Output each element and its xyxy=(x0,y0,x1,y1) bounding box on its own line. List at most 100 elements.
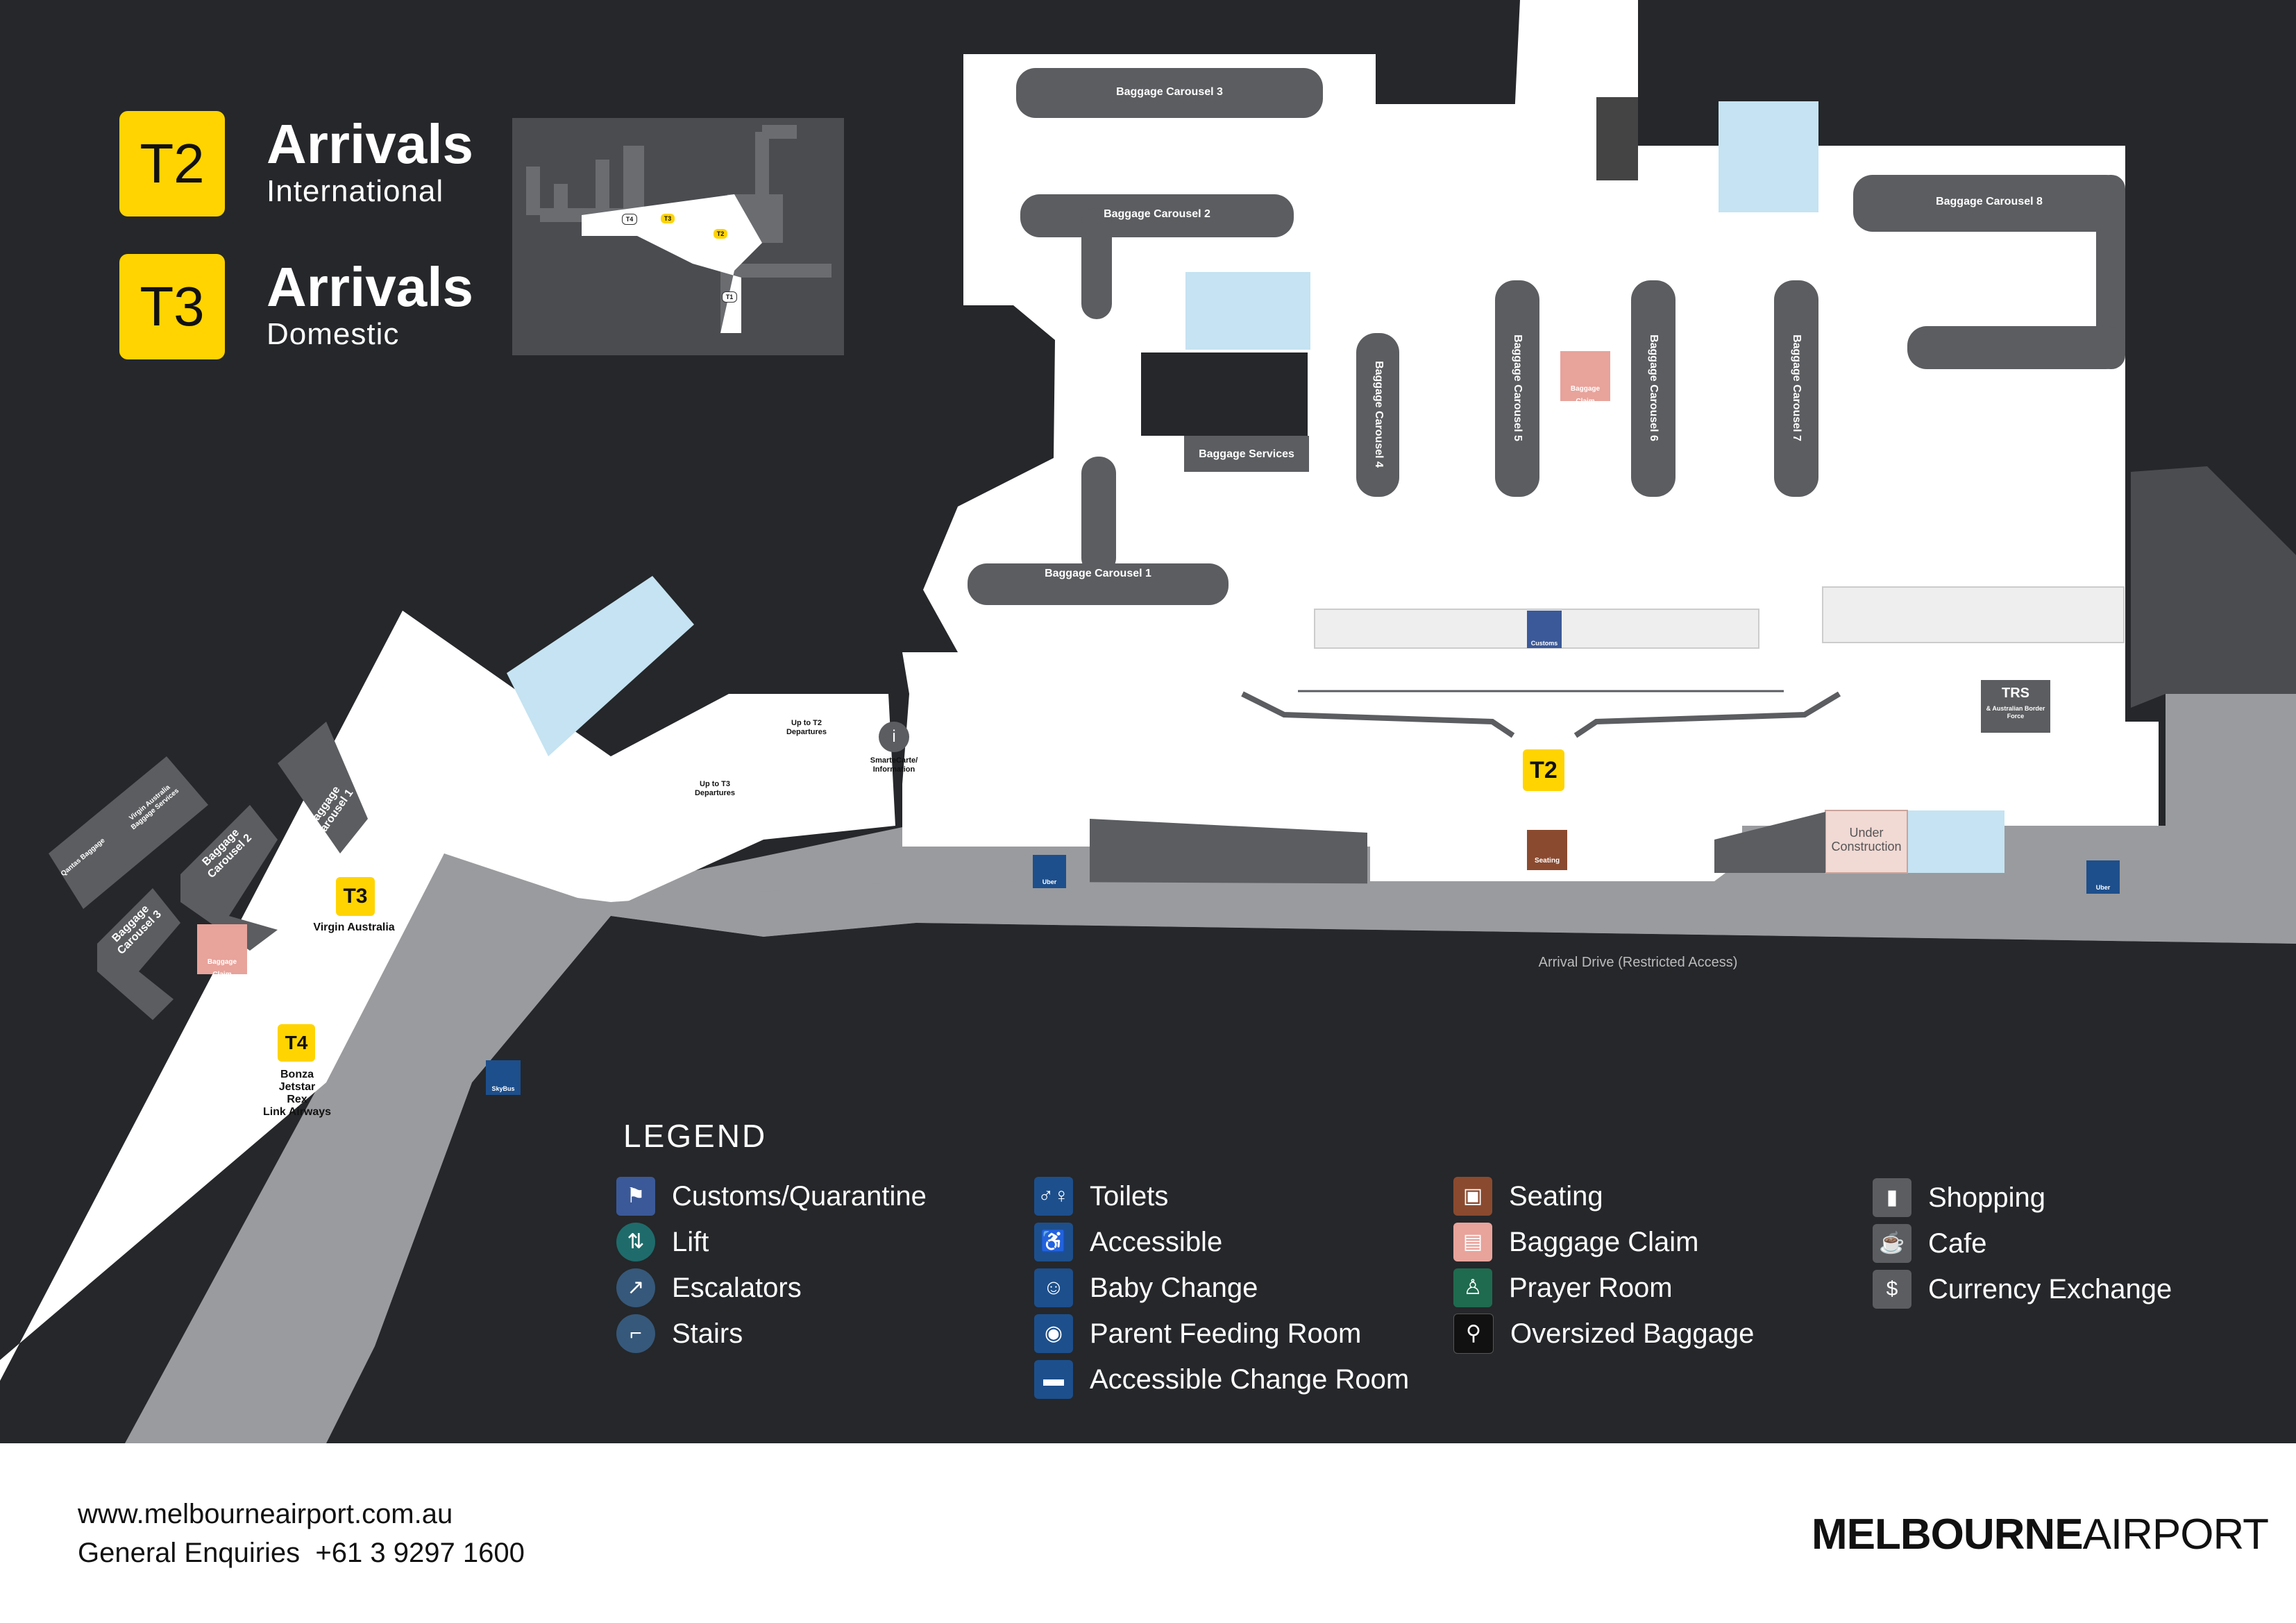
shop-strip xyxy=(1090,819,1367,902)
t3-badge: T3 xyxy=(119,254,225,359)
legend-stairs: ⌐ Stairs xyxy=(616,1313,743,1354)
stairs-icon: ⌐ xyxy=(616,1314,655,1353)
baggage-services-box xyxy=(1184,436,1309,472)
logo-bold: MELBOURNE xyxy=(1812,1511,2084,1558)
escalator-icon: ↗ xyxy=(616,1268,655,1307)
legend-toilets: ♂♀Toilets xyxy=(1034,1175,1168,1217)
t2-map-label: T2 xyxy=(1523,749,1564,791)
minimap-t2-label: T2 xyxy=(714,229,727,239)
legend-title: LEGEND xyxy=(623,1118,768,1154)
t4-airline-list: Bonza Jetstar Rex Link Airways xyxy=(250,1069,344,1119)
legend-oversized-baggage: ⚲ Oversized Baggage xyxy=(1453,1313,1754,1354)
baggage-claim-label: Baggage Claim xyxy=(1570,385,1601,405)
under-construction-label: Under Construction xyxy=(1831,826,1902,853)
currency-exchange-icon: $ xyxy=(1873,1270,1911,1309)
carousel-2-label: Baggage Carousel 2 xyxy=(1104,208,1210,220)
carousel-6-shape xyxy=(1631,280,1675,497)
carousel-3-label: Baggage Carousel 3 xyxy=(1116,86,1223,98)
customs-icon xyxy=(1527,611,1562,648)
terminal-overview-minimap: T4 T3 T2 T1 xyxy=(512,118,844,355)
legend-customs: ⚑Customs/Quarantine xyxy=(616,1175,927,1217)
t3-baggage-claim-icon xyxy=(197,924,247,974)
trs-sub-label: & Australian Border Force xyxy=(1986,705,2045,720)
website-link[interactable]: www.melbourneairport.com.au xyxy=(78,1499,453,1529)
skybus-icon xyxy=(486,1060,521,1095)
trs-queue-area xyxy=(1822,586,2125,643)
carousel-1-label: Baggage Carousel 1 xyxy=(1045,568,1151,579)
legend-label: Oversized Baggage xyxy=(1510,1318,1755,1349)
legend-parent-feeding: ◉Parent Feeding Room xyxy=(1034,1313,1361,1354)
virgin-label: Virgin Australia xyxy=(313,921,395,933)
legend-accessible-change: ▬ Accessible Change Room xyxy=(1034,1359,1409,1400)
side-building xyxy=(2131,466,2296,708)
under-construction-area xyxy=(1825,810,1908,874)
t3-subtitle: Domestic xyxy=(267,317,400,351)
accessible-change-icon: ▬ xyxy=(1034,1360,1073,1399)
t2-subtitle: International xyxy=(267,174,444,208)
cafe-icon: ☕ xyxy=(1873,1224,1911,1263)
minimap-t3-label: T3 xyxy=(661,214,675,223)
t3-amenity-zone xyxy=(507,576,694,756)
up-to-t3-label: Up to T3 Departures xyxy=(694,780,736,797)
carousel-7-label: Baggage Carousel 7 xyxy=(1791,334,1803,441)
arrival-drive-label: Arrival Drive (Restricted Access) xyxy=(1538,955,1738,970)
legend-currency-exchange: $ Currency Exchange xyxy=(1873,1268,2172,1310)
skybus-label: SkyBus xyxy=(491,1085,515,1092)
prayer-room-icon: ♙ xyxy=(1453,1268,1492,1307)
legend-label: Lift xyxy=(672,1227,709,1257)
seating-icon: ▣ xyxy=(1453,1177,1492,1216)
minimap-t4-label: T4 xyxy=(622,214,637,225)
logo-light: AIRPORT xyxy=(2082,1511,2269,1558)
baggage-claim-icon xyxy=(1560,351,1610,401)
baggage-services-back xyxy=(1141,352,1308,436)
t2-title: Arrivals xyxy=(267,113,473,175)
legend-baby-change: ☺ Baby Change xyxy=(1034,1267,1258,1309)
smartecarte-label: SmarteCarte/ Information xyxy=(870,756,918,774)
legend-label: Baby Change xyxy=(1090,1273,1258,1303)
general-enquiries: General Enquiries +61 3 9297 1600 xyxy=(78,1538,525,1569)
seating-icon xyxy=(1527,830,1567,870)
shopping-icon: ▮ xyxy=(1873,1178,1911,1217)
legend-label: Accessible Change Room xyxy=(1090,1364,1410,1395)
carousel-4-label: Baggage Carousel 4 xyxy=(1373,361,1385,468)
carousel-1-stem xyxy=(1081,457,1116,575)
carousel-6-label: Baggage Carousel 6 xyxy=(1648,334,1660,441)
legend-label: Stairs xyxy=(672,1318,743,1349)
oversized-baggage-icon: ⚲ xyxy=(1453,1314,1494,1354)
baggage-claim-icon: ▤ xyxy=(1453,1223,1492,1261)
carousel-8-label: Baggage Carousel 8 xyxy=(1936,196,2043,207)
toilets-icon: ♂♀ xyxy=(1034,1177,1073,1216)
enquiries-phone[interactable]: +61 3 9297 1600 xyxy=(315,1538,525,1568)
airline-rex: Rex xyxy=(287,1094,307,1105)
road-band xyxy=(264,881,2296,1443)
legend-prayer-room: ♙ Prayer Room xyxy=(1453,1267,1673,1309)
t3-baggage-claim-label: Baggage Claim xyxy=(207,958,237,978)
t3-title: Arrivals xyxy=(267,256,473,318)
amenity-zone-top xyxy=(1719,101,1818,212)
t3-hall xyxy=(0,611,895,1381)
amenity-zone-mid xyxy=(1185,272,1310,350)
minimap-t1-label: T1 xyxy=(722,291,737,303)
legend-label: Prayer Room xyxy=(1509,1273,1673,1303)
floor-plan xyxy=(0,0,2296,1443)
lift-icon: ⇅ xyxy=(616,1223,655,1261)
legend-escalators: ↗ Escalators xyxy=(616,1267,802,1309)
accessible-icon: ♿ xyxy=(1034,1223,1073,1261)
carousel-7-shape xyxy=(1774,280,1818,497)
trs-label: TRS xyxy=(2002,686,2029,701)
legend-shopping: ▮Shopping xyxy=(1873,1177,2045,1218)
legend-seating: ▣Seating xyxy=(1453,1175,1603,1217)
legend-label: Accessible xyxy=(1090,1227,1223,1257)
legend-baggage-claim: ▤Baggage Claim xyxy=(1453,1221,1699,1263)
legend-cafe: ☕ Cafe xyxy=(1873,1223,1987,1264)
legend-accessible: ♿ Accessible xyxy=(1034,1221,1222,1263)
legend-lift: ⇅ Lift xyxy=(616,1221,709,1263)
baby-change-icon: ☺ xyxy=(1034,1268,1073,1307)
legend-label: Currency Exchange xyxy=(1928,1274,2172,1305)
airline-bonza: Bonza xyxy=(280,1069,314,1080)
amenity-zone-bottom xyxy=(1907,810,2004,873)
legend-label: Cafe xyxy=(1928,1228,1987,1259)
melbourne-airport-logo: MELBOURNEAIRPORT xyxy=(1812,1510,2269,1559)
footer: www.melbourneairport.com.au General Enqu… xyxy=(0,1443,2296,1623)
legend-label: Escalators xyxy=(672,1273,802,1303)
